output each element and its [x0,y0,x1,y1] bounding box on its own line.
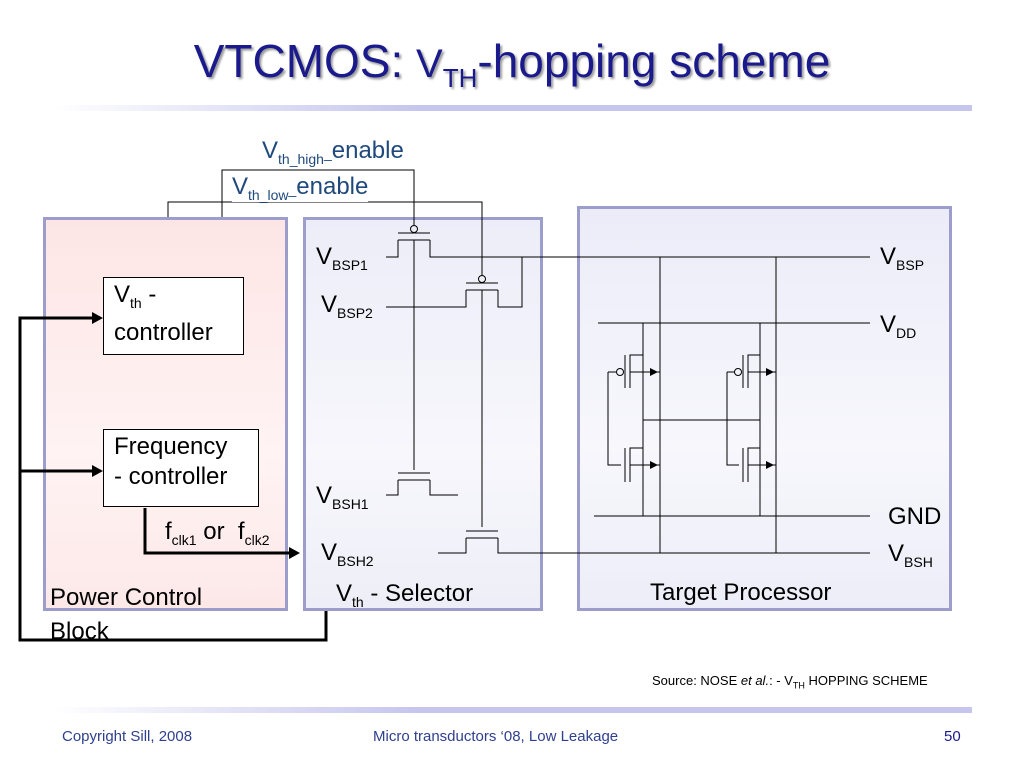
title-rest: -hopping scheme [477,35,831,87]
vbsp-label: VBSP [880,243,925,273]
vbsh-label: VBSH [888,540,933,570]
footer-center: Micro transductors ‘08, Low Leakage [373,728,619,745]
pmos1-gate-bubble [410,225,418,233]
top-rule [52,105,972,111]
vdd-label: VDD [880,311,917,341]
title-v: V [416,42,443,86]
frequency-controller-line2: - controller [114,463,228,490]
vth-selector-label: Vth - Selector [336,580,474,610]
vth-high-enable-label: Vth_high_enable [262,137,404,167]
source-note: Source: NOSE et al.: - VTH HOPPING SCHEM… [652,673,928,691]
pmos2-gate-bubble [478,275,486,283]
frequency-controller-box: Frequency - controller [103,429,259,507]
frequency-controller-line1: Frequency [114,433,228,460]
feedback-wire [18,316,328,642]
title-sub: TH [442,63,478,94]
vth-controller-box: Vth - controller [103,277,244,355]
vbsh1-label: VBSH1 [316,482,369,512]
fclk-wire [143,508,292,555]
vth-low-enable-label: Vth_low_enable [232,173,369,203]
title-main: VTCMOS: [193,35,417,87]
vbsp1-label: VBSP1 [316,243,368,273]
vth-controller-line2: controller [114,318,213,346]
bottom-rule [52,707,972,713]
vbsp2-label: VBSP2 [321,291,373,321]
slide-title: VTCMOS: VTH-hopping scheme [0,34,1024,94]
gnd-label: GND [888,503,942,530]
vbsh2-label: VBSH2 [321,539,374,569]
target-processor-label: Target Processor [650,579,832,606]
page-number: 50 [944,728,961,745]
vth-controller-line1: Vth - [114,281,157,311]
fclk-label: fclk1 or fclk2 [165,518,270,548]
footer-copyright: Copyright Sill, 2008 [62,728,193,745]
vth-low-enable-wire [221,169,415,225]
vth-high-enable-wire [167,201,483,275]
vth-selector-block [303,217,543,611]
target-processor-block [577,206,952,611]
power-control-label: Power Control Block [50,584,203,645]
